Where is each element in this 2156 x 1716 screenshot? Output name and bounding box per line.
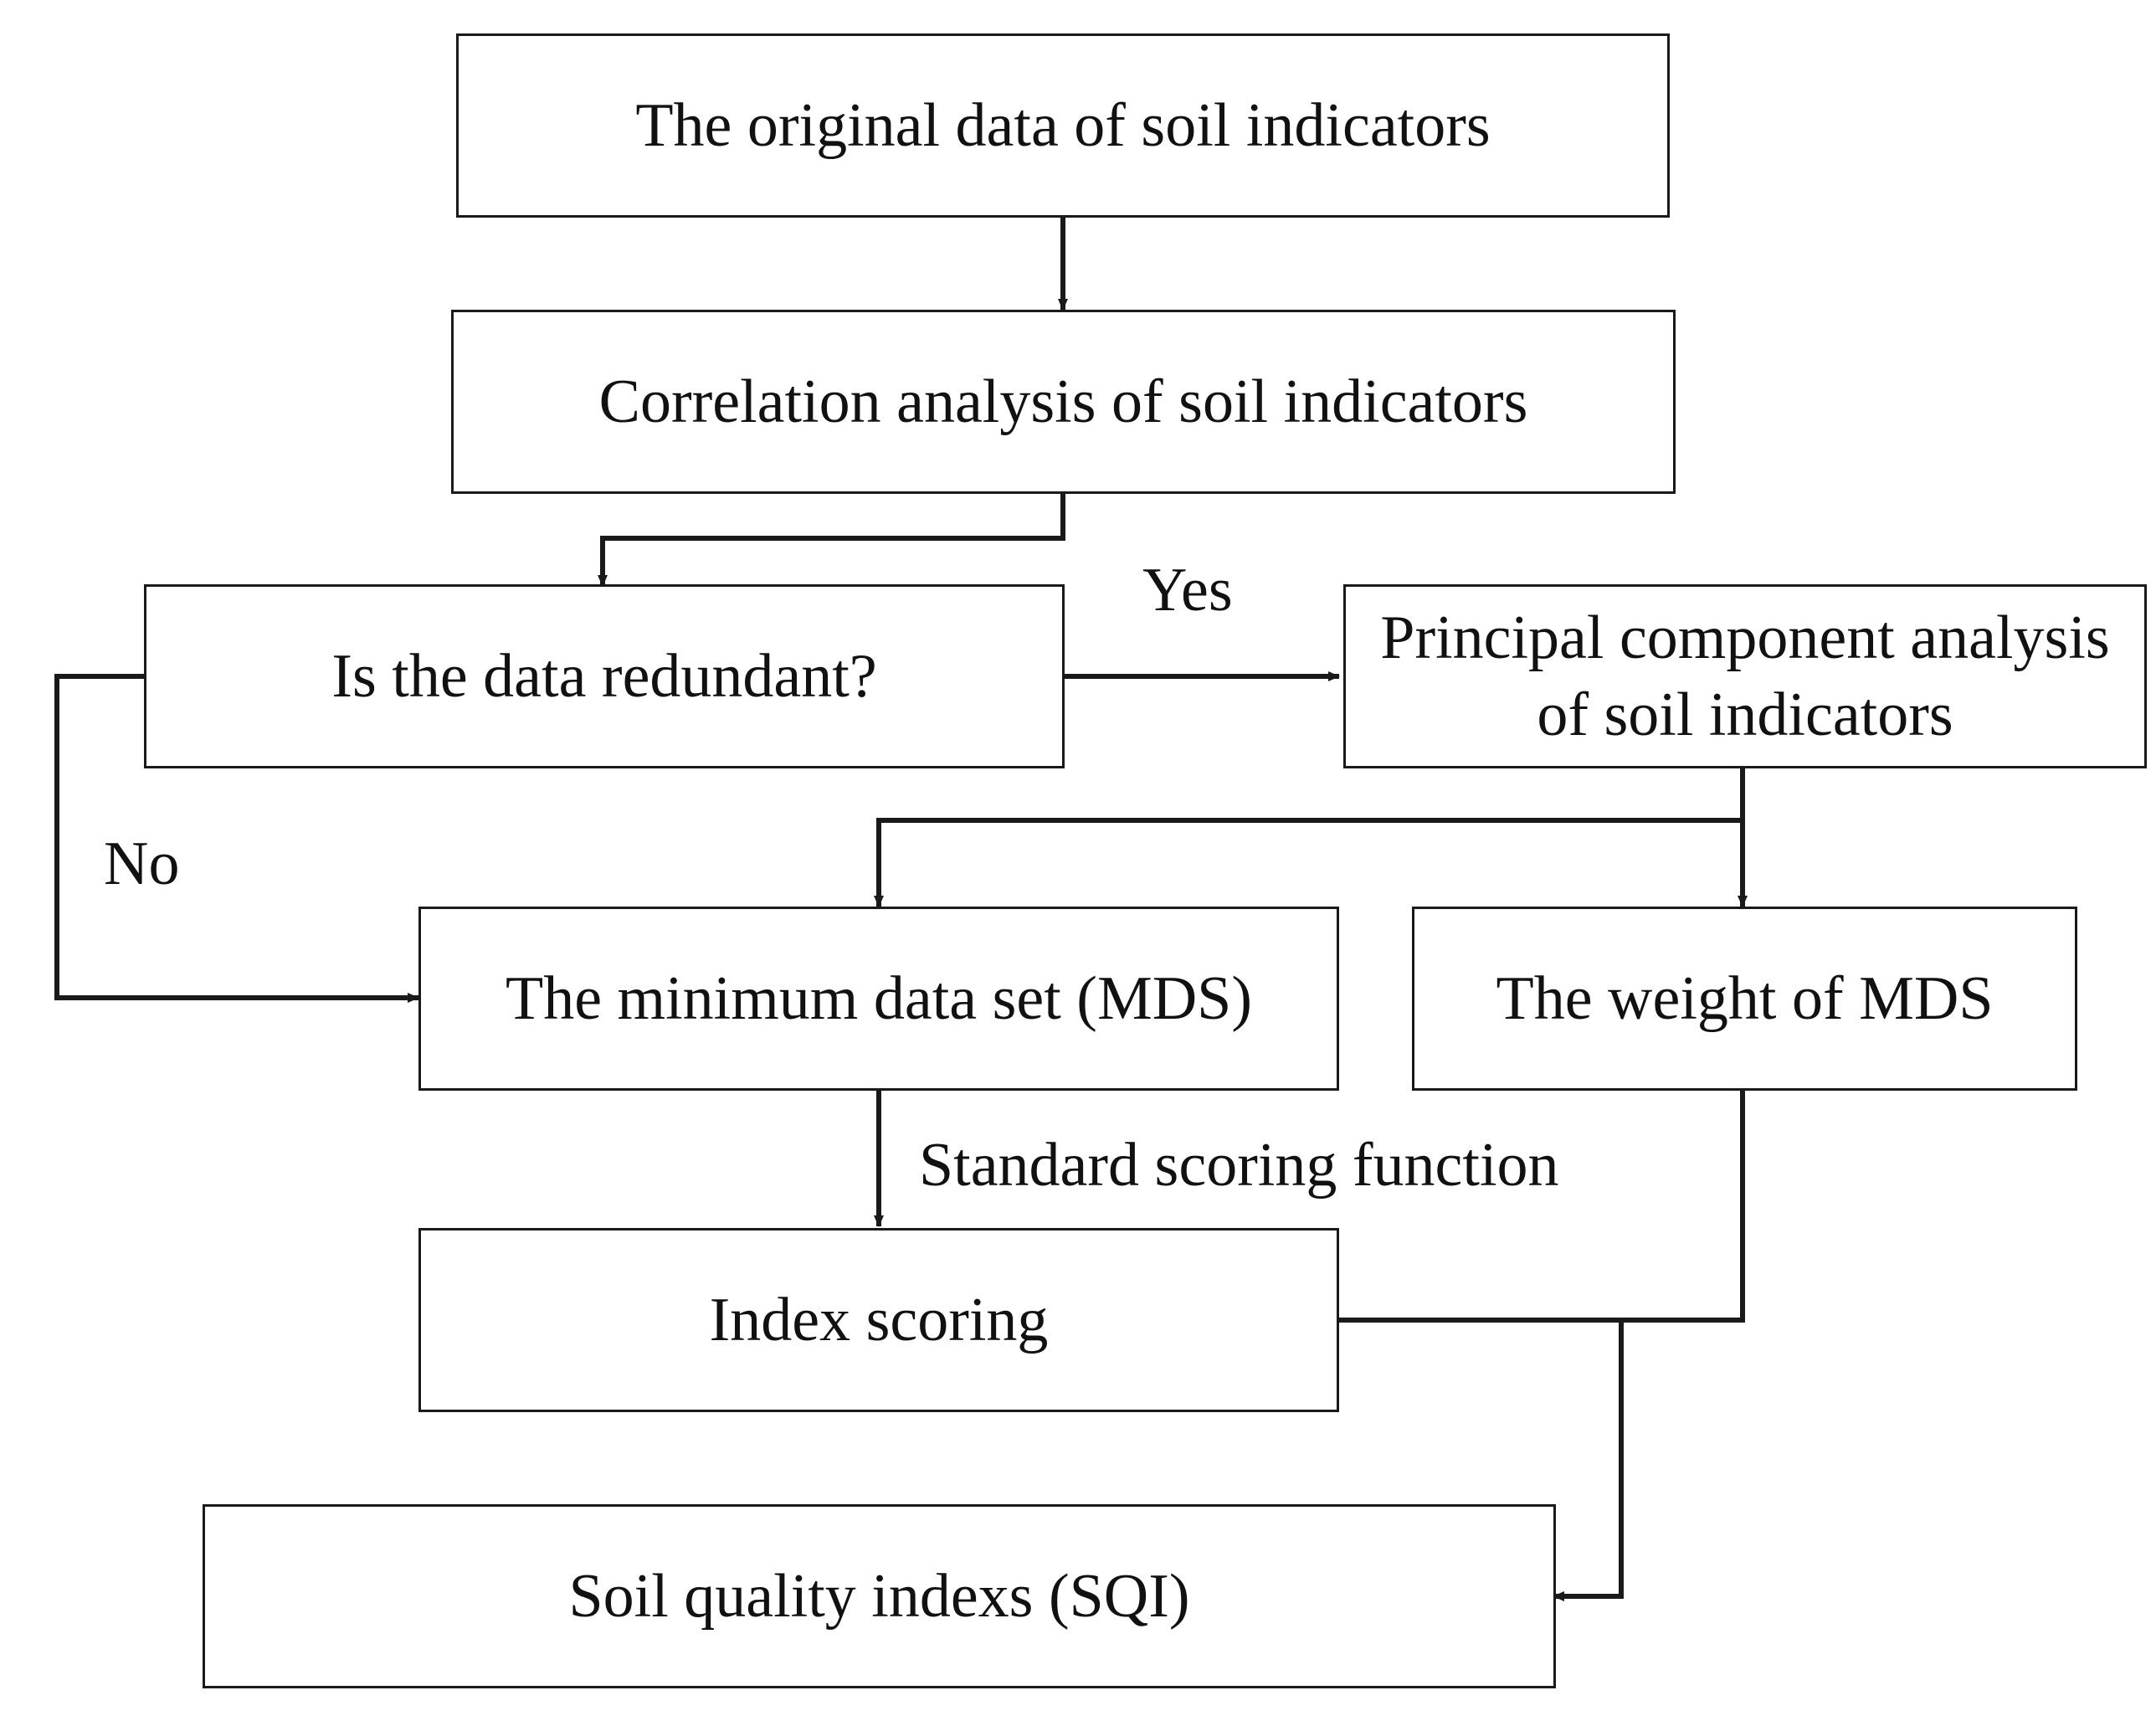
node-weight-of-mds: The weight of MDS bbox=[1412, 907, 2077, 1091]
node-is-data-redundant: Is the data redundant? bbox=[144, 584, 1065, 768]
edge-weight-to-merge bbox=[1621, 1090, 1745, 1323]
node-index-scoring-label: Index scoring bbox=[709, 1285, 1049, 1354]
node-minimum-data-set: The minimum data set (MDS) bbox=[418, 907, 1339, 1091]
node-original-data-label: The original data of soil indicators bbox=[635, 90, 1491, 160]
edge-correlation-to-redundant bbox=[598, 492, 1065, 587]
edge-pca-to-mds bbox=[874, 818, 1743, 907]
edge-redundant-to-mds bbox=[54, 674, 419, 1003]
edge-label-standard-scoring-function: Standard scoring function bbox=[919, 1131, 1559, 1200]
node-principal-component-analysis-label: Principal component analysis of soil ind… bbox=[1380, 603, 2110, 750]
node-weight-of-mds-label: The weight of MDS bbox=[1496, 963, 1994, 1033]
node-correlation-analysis-label: Correlation analysis of soil indicators bbox=[598, 367, 1528, 436]
node-is-data-redundant-label: Is the data redundant? bbox=[331, 641, 877, 711]
edge-label-yes: Yes bbox=[1142, 556, 1233, 624]
edge-merge-to-sqi bbox=[1553, 1320, 1624, 1601]
node-index-scoring: Index scoring bbox=[418, 1228, 1339, 1412]
node-principal-component-analysis: Principal component analysis of soil ind… bbox=[1343, 584, 2147, 768]
node-soil-quality-indexs: Soil quality indexs (SQI) bbox=[203, 1504, 1556, 1688]
node-soil-quality-indexs-label: Soil quality indexs (SQI) bbox=[568, 1561, 1190, 1631]
edge-label-no: No bbox=[104, 830, 180, 898]
node-correlation-analysis: Correlation analysis of soil indicators bbox=[451, 310, 1676, 494]
node-original-data: The original data of soil indicators bbox=[456, 33, 1670, 218]
node-minimum-data-set-label: The minimum data set (MDS) bbox=[506, 963, 1252, 1033]
